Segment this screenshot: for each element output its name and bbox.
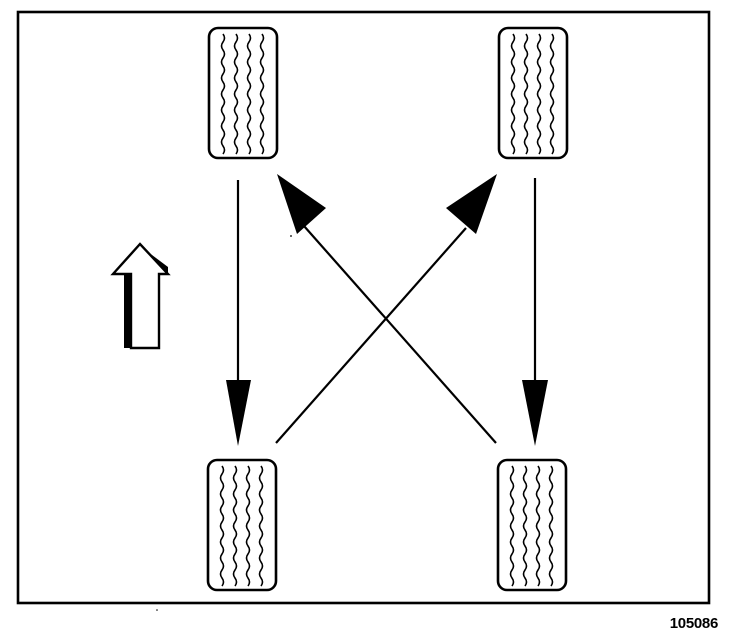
figure-number: 105086 — [669, 615, 719, 632]
arrow-rear-right-to-front-left — [277, 174, 497, 444]
tire-rear-left-icon — [206, 458, 278, 592]
arrow-rear-left-to-front-right — [275, 174, 497, 444]
tire-rear-right-icon — [496, 458, 568, 592]
tire-front-left-icon — [207, 26, 279, 160]
arrow-front-left-to-rear-left — [226, 180, 251, 446]
forward-arrow-icon — [110, 242, 171, 350]
arrow-front-right-to-rear-right — [522, 178, 548, 446]
tire-front-right-icon — [497, 26, 569, 160]
diagram-frame — [16, 10, 711, 605]
